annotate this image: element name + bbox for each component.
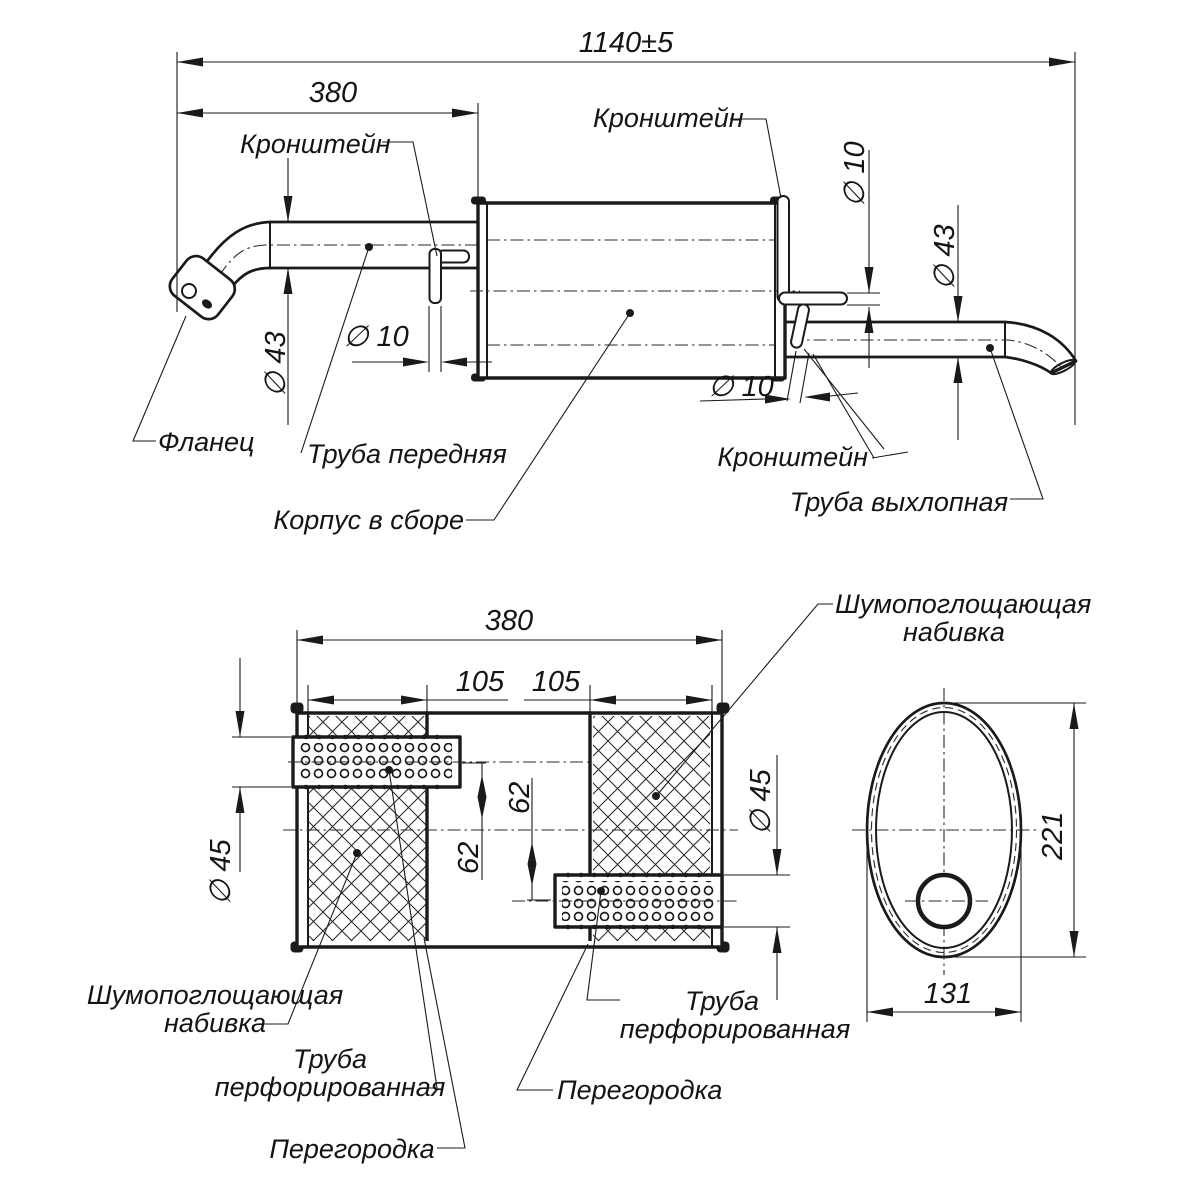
label-front-bracket: Кронштейн (240, 129, 391, 159)
top-view-labels: Кронштейн Кронштейн Фланец Труба передня… (132, 103, 1044, 535)
dim-offset-upper: 62 (453, 762, 487, 880)
label-exhaust-pipe: Труба выхлопная (790, 487, 1008, 517)
dim-text-380-top: 380 (309, 77, 357, 109)
dim-text-d43-front: ∅ 43 (260, 331, 292, 397)
stuffing-hatch (308, 716, 710, 941)
baffles (425, 713, 592, 941)
dim-front-pipe-diameter: ∅ 43 (260, 158, 293, 425)
label-stuffing-left-2: набивка (164, 1008, 266, 1038)
dim-overall-length: 1140±5 (176, 27, 1076, 425)
dim-front-pipe-length: 380 (177, 77, 479, 203)
label-baffle-bottom: Перегородка (269, 1134, 434, 1164)
dim-body-length: 380 (296, 605, 723, 705)
dim-front-bracket-diameter: ∅ 10 (343, 306, 492, 372)
dim-right-pipe-diameter: ∅ 45 (724, 755, 790, 1000)
exhaust-pipe (783, 320, 1078, 376)
dim-text-d45-right: ∅ 45 (745, 769, 777, 835)
label-body-assembly: Корпус в сборе (273, 505, 464, 535)
label-perf-pipe-right-2: перфорированная (620, 1014, 851, 1044)
dim-text-d10-rear: ∅ 10 (839, 141, 871, 207)
section-labels: Шумопоглощающая набивка Шумопоглощающая … (87, 589, 1092, 1164)
label-perf-pipe-left-2: перфорированная (215, 1072, 446, 1102)
label-stuffing-right-2: набивка (903, 617, 1005, 647)
dim-text-105-left: 105 (456, 666, 505, 698)
flange (168, 254, 237, 321)
muffler-body (470, 196, 800, 382)
dim-offset-lower: 62 (504, 778, 551, 901)
label-rear-bracket-bottom: Кронштейн (717, 442, 868, 472)
label-perf-pipe-left-1: Труба (293, 1044, 367, 1074)
dim-text-d43-rear: ∅ 43 (929, 224, 961, 290)
end-view-oval: 221 131 (852, 688, 1086, 1022)
dim-end-height: 221 (950, 702, 1086, 958)
top-view-assembly: 1140±5 380 ∅ 43 ∅ 10 (132, 27, 1078, 535)
front-pipe (206, 220, 482, 290)
dim-text-105-right: 105 (532, 666, 581, 698)
dim-text-221: 221 (1037, 812, 1069, 861)
dim-text-d10-front: ∅ 10 (343, 321, 409, 353)
label-stuffing-left-1: Шумопоглощающая (87, 980, 343, 1010)
dim-rear-bracket-diameter: ∅ 10 (839, 141, 880, 368)
dim-text-1140: 1140±5 (579, 27, 674, 59)
rear-bracket (776, 195, 848, 349)
section-centerlines (283, 761, 738, 902)
label-stuffing-right-1: Шумопоглощающая (835, 589, 1091, 619)
dim-chambers: 105 105 (307, 666, 713, 713)
dim-rear-hanger-diameter: ∅ 10 (699, 350, 859, 404)
dim-rear-pipe-diameter: ∅ 43 (929, 205, 963, 440)
dim-left-pipe-diameter: ∅ 45 (205, 658, 291, 905)
dim-text-62-upper: 62 (453, 842, 485, 874)
dim-end-width: 131 (866, 845, 1022, 1022)
label-front-pipe: Труба передняя (307, 439, 507, 469)
label-perf-pipe-right-1: Труба (685, 986, 759, 1016)
label-baffle-right: Перегородка (557, 1075, 722, 1105)
front-bracket (428, 248, 470, 304)
dim-text-131: 131 (924, 978, 972, 1010)
dim-text-62-lower: 62 (504, 782, 536, 814)
label-rear-bracket-top: Кронштейн (593, 103, 744, 133)
dim-text-d10-hanger: ∅ 10 (708, 371, 774, 403)
section-view-muffler: 62 62 ∅ 45 ∅ 45 (87, 589, 1092, 1164)
label-flange: Фланец (158, 427, 254, 457)
dim-text-380-section: 380 (485, 605, 533, 637)
dim-text-d45-left: ∅ 45 (205, 839, 237, 905)
